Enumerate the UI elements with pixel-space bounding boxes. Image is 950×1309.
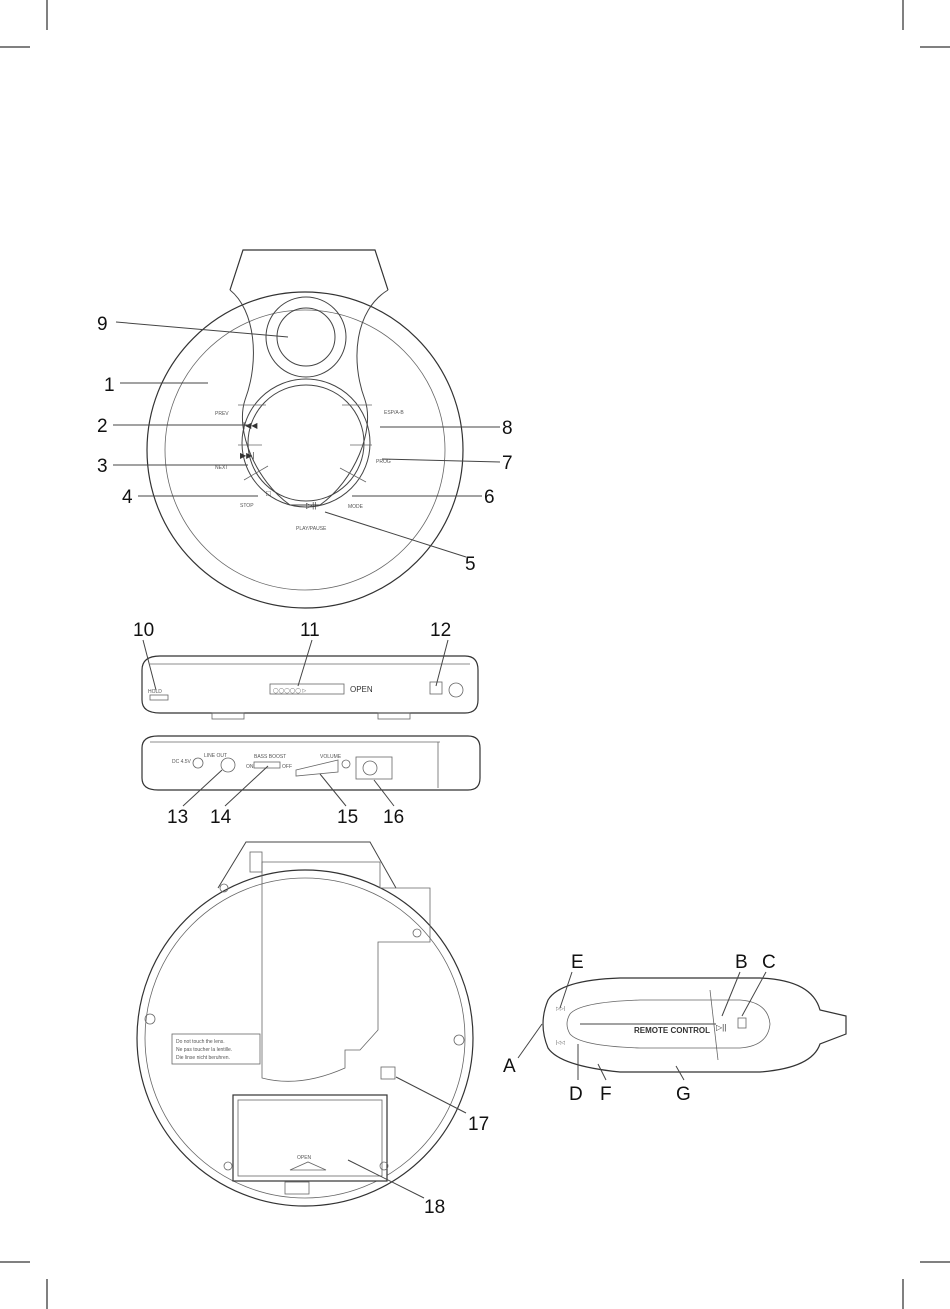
dc-in-label: DC 4.5V [172, 759, 192, 765]
prev-label: PREV [215, 411, 229, 417]
callout-10: 10 [133, 620, 154, 641]
play-pause-icon: ▷|| [306, 501, 316, 510]
callout-F: F [600, 1084, 612, 1105]
callout-1: 1 [104, 375, 115, 396]
remote-prev-icon: |◁◁ [556, 1040, 565, 1046]
volume-label: VOLUME [320, 754, 342, 760]
callout-15: 15 [337, 807, 358, 828]
remote-title: REMOTE CONTROL [634, 1026, 710, 1035]
stop-label: STOP [240, 503, 254, 509]
bass-label: BASS BOOST [254, 754, 286, 760]
warning-line-1: Do not touch the lens. [176, 1039, 225, 1045]
hold-label: HOLD [148, 689, 162, 695]
callout-13: 13 [167, 807, 188, 828]
callout-11: 11 [300, 620, 320, 641]
callout-5: 5 [465, 554, 476, 575]
side-view-top: ◯◯◯◯◯ ▷ OPEN HOLD 10 11 12 [133, 620, 478, 719]
side-view-bottom: DC 4.5V LINE OUT BASS BOOST ON OFF VOLUM… [142, 736, 480, 828]
bottom-view: Do not touch the lens. Ne pas toucher la… [137, 842, 489, 1218]
battery-open-label: OPEN [297, 1155, 312, 1161]
stop-icon: □ [266, 489, 271, 498]
callout-D: D [569, 1084, 583, 1105]
line-out-label: LINE OUT [204, 753, 227, 759]
next-icon: ▶▶| [240, 451, 254, 460]
callout-14: 14 [210, 807, 232, 828]
remote-play-pause-icon: ▷|| [716, 1023, 726, 1032]
mode-label: MODE [348, 504, 364, 510]
next-label: NEXT [215, 465, 228, 471]
callout-8: 8 [502, 418, 513, 439]
callout-18: 18 [424, 1197, 445, 1218]
open-slider-icon: ◯◯◯◯◯ ▷ [273, 688, 306, 694]
callout-A: A [503, 1056, 516, 1077]
callout-3: 3 [97, 456, 108, 477]
remote-control: REMOTE CONTROL ▷▷| |◁◁ ▷|| A B C D E F G [503, 952, 846, 1105]
prog-label: PROG [376, 459, 391, 465]
callout-12: 12 [430, 620, 451, 641]
callout-E: E [571, 952, 584, 973]
callout-17: 17 [468, 1114, 489, 1135]
callout-16: 16 [383, 807, 404, 828]
callout-B: B [735, 952, 748, 973]
on-label: ON [246, 764, 254, 770]
warning-line-2: Ne pas toucher la lentille. [176, 1047, 232, 1053]
play-pause-label: PLAY/PAUSE [296, 526, 327, 532]
warning-line-3: Die linse nicht beruhren. [176, 1055, 230, 1061]
callout-7: 7 [502, 453, 513, 474]
callout-G: G [676, 1084, 691, 1105]
callout-4: 4 [122, 487, 133, 508]
front-view: |◀◀ ▶▶| □ ▷|| PREV NEXT STOP PLAY/PAUSE … [97, 250, 513, 608]
callout-9: 9 [97, 314, 108, 335]
callout-2: 2 [97, 416, 108, 437]
off-label: OFF [282, 764, 292, 770]
esp-label: ESP/A-B [384, 410, 404, 416]
open-slider-label: OPEN [350, 685, 373, 694]
callout-C: C [762, 952, 776, 973]
callout-6: 6 [484, 487, 495, 508]
